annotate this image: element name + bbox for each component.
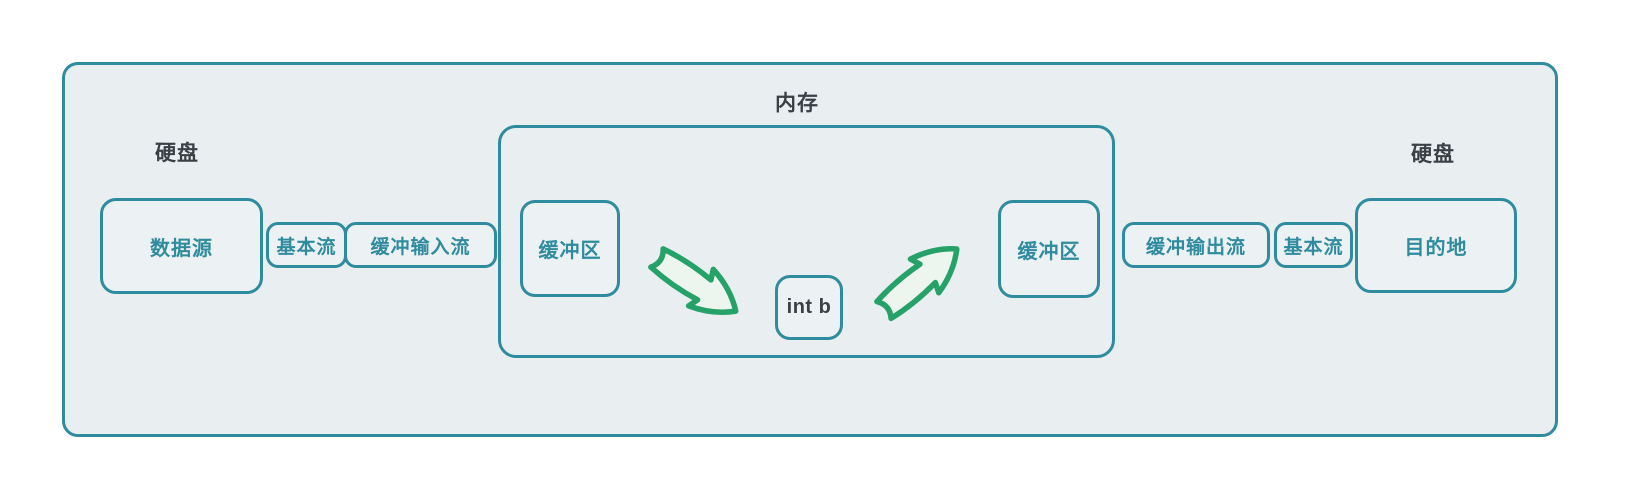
node-int-b-label: int b	[786, 296, 832, 318]
node-buffer-right: 缓冲区	[998, 200, 1100, 298]
node-buffer-left: 缓冲区	[520, 200, 620, 297]
node-basic-stream-left: 基本流	[266, 222, 347, 268]
node-basic-stream-left-label: 基本流	[276, 236, 337, 258]
node-int-b: int b	[775, 275, 843, 340]
flow-arrow-down-right-icon	[648, 246, 739, 315]
memory-box	[498, 125, 1115, 358]
node-destination-label: 目的地	[1404, 237, 1468, 259]
node-buffer-right-label: 缓冲区	[1017, 240, 1081, 263]
disk-left-label: 硬盘	[155, 142, 199, 165]
node-basic-stream-right: 基本流	[1274, 222, 1353, 268]
node-buffered-input-stream-label: 缓冲输入流	[370, 236, 471, 258]
memory-label: 内存	[775, 92, 819, 115]
node-destination: 目的地	[1355, 198, 1517, 293]
node-buffered-output-stream: 缓冲输出流	[1122, 222, 1270, 268]
node-data-source: 数据源	[100, 198, 263, 294]
node-basic-stream-right-label: 基本流	[1283, 236, 1344, 258]
node-buffer-left-label: 缓冲区	[538, 240, 602, 262]
node-data-source-label: 数据源	[150, 237, 213, 260]
node-buffered-input-stream: 缓冲输入流	[344, 222, 497, 268]
node-buffered-output-stream-label: 缓冲输出流	[1145, 236, 1246, 258]
flow-arrow-up-right-icon	[874, 246, 960, 322]
disk-right-label: 硬盘	[1411, 143, 1455, 166]
